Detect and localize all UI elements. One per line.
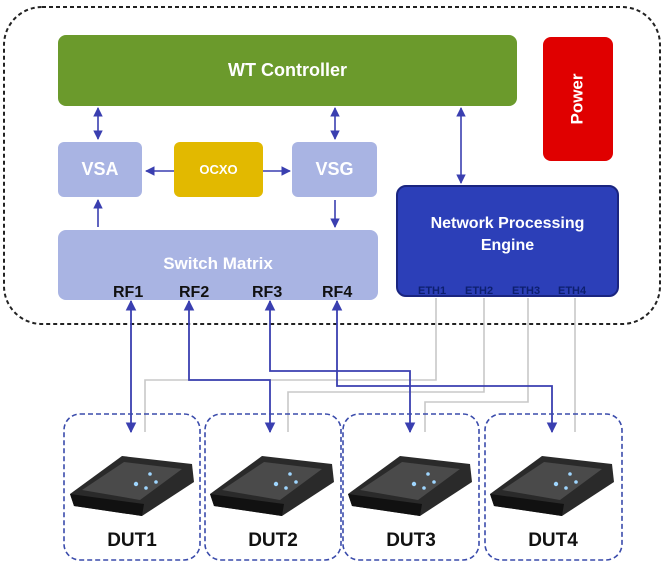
dut-enclosures	[63, 413, 623, 561]
dut-devices	[70, 456, 614, 516]
network-processing-engine-block: Network Processing Engine	[396, 185, 619, 297]
vsa-label: VSA	[81, 159, 119, 179]
dut2-label: DUT2	[248, 530, 298, 551]
dut1-enclosure	[63, 413, 201, 561]
vsg-block: VSG	[292, 142, 377, 197]
power-label: Power	[568, 73, 587, 125]
rf1-port-label: RF1	[113, 284, 144, 301]
switch-matrix-block: Switch Matrix	[58, 230, 378, 300]
npe-label-line1: Network Processing	[430, 215, 585, 232]
eth3-cable	[424, 298, 529, 432]
internal-arrows	[93, 107, 466, 228]
eth4-port-label: ETH4	[558, 285, 587, 297]
dut2-enclosure	[204, 413, 342, 561]
vsg-label: VSG	[315, 159, 354, 179]
eth2-cable	[287, 298, 485, 432]
rf-cables	[125, 299, 558, 434]
rf2-cable	[183, 299, 276, 434]
dut1-label: DUT1	[107, 530, 157, 551]
switch-matrix-label: Switch Matrix	[163, 254, 273, 273]
npe-label-line2: Engine	[480, 237, 535, 254]
rf3-port-label: RF3	[252, 284, 283, 301]
router-icon	[210, 456, 334, 516]
router-icon	[348, 456, 472, 516]
rf4-port-label: RF4	[322, 284, 353, 301]
eth1-port-label: ETH1	[418, 285, 447, 297]
rf2-port-label: RF2	[179, 284, 210, 301]
ocxo-label: OCXO	[199, 162, 238, 177]
eth2-port-label: ETH2	[465, 285, 494, 297]
ethernet-cables	[144, 298, 576, 432]
power-block: Power	[543, 37, 613, 161]
dut4-label: DUT4	[528, 530, 578, 551]
router-icon	[70, 456, 194, 516]
eth3-port-label: ETH3	[512, 285, 541, 297]
rf4-cable	[331, 299, 558, 434]
tester-enclosure	[3, 6, 661, 325]
dut4-enclosure	[484, 413, 623, 561]
dut3-label: DUT3	[386, 530, 436, 551]
ocxo-block: OCXO	[174, 142, 263, 197]
router-icon	[490, 456, 614, 516]
rf3-cable	[264, 299, 416, 434]
dut3-enclosure	[342, 413, 480, 561]
wt-controller-label: WT Controller	[228, 60, 347, 80]
vsa-block: VSA	[58, 142, 142, 197]
wt-controller-block: WT Controller	[58, 35, 517, 106]
